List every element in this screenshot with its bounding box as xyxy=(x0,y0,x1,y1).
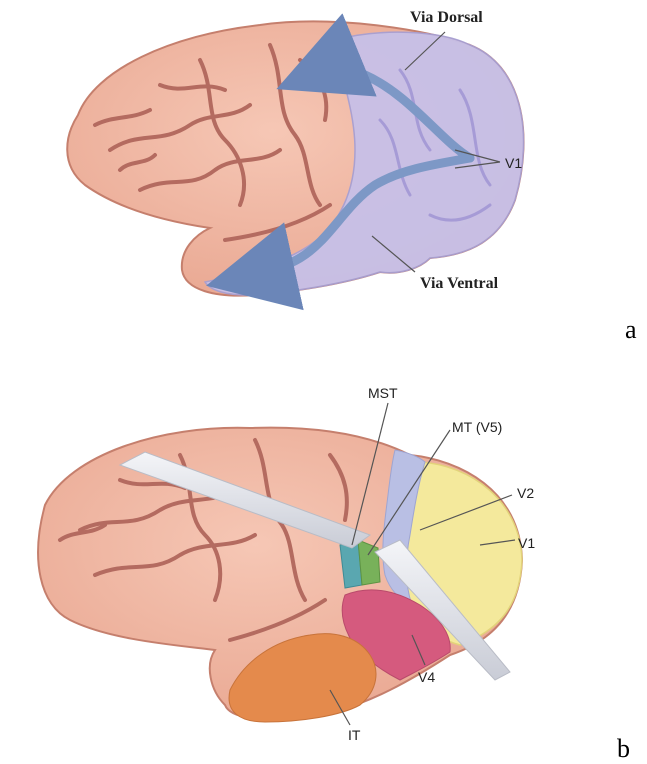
label-via-dorsal: Via Dorsal xyxy=(410,9,483,26)
panel-letter-b: b xyxy=(617,734,630,763)
label-v4: V4 xyxy=(418,669,435,685)
label-via-ventral: Via Ventral xyxy=(420,275,499,292)
label-it: IT xyxy=(348,727,361,743)
label-mst: MST xyxy=(368,385,398,401)
panel-a: Via Dorsal Via Ventral V1 a xyxy=(67,9,637,344)
label-v1-b: V1 xyxy=(518,535,535,551)
label-v2: V2 xyxy=(517,485,534,501)
label-mt-v5: MT (V5) xyxy=(452,419,502,435)
panel-b: MST MT (V5) V2 V1 V4 IT b xyxy=(38,385,630,763)
panel-letter-a: a xyxy=(625,315,637,344)
label-v1-a: V1 xyxy=(505,155,522,171)
